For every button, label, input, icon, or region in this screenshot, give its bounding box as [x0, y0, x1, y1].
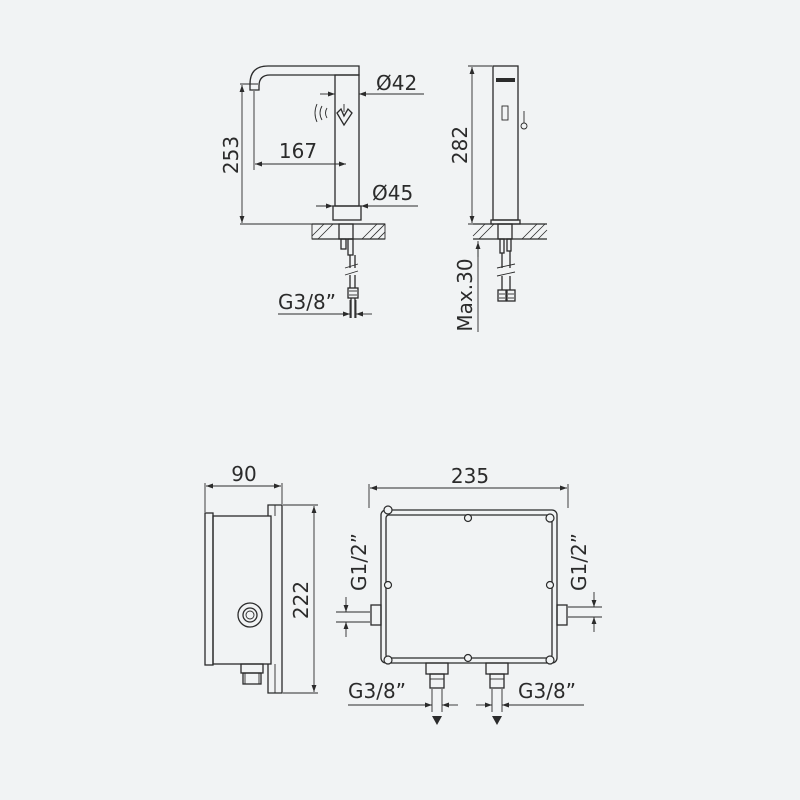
- control-box-front-view: [370, 505, 568, 689]
- dim-height-side: 282: [448, 126, 472, 164]
- dim-box-height: 222: [289, 581, 313, 619]
- dim-inlet-front: G3/8”: [278, 290, 336, 314]
- dim-reach: 167: [279, 139, 317, 163]
- dim-dia-base: Ø45: [372, 181, 413, 205]
- faucet-side-view: [472, 65, 548, 302]
- dim-port-left: G1/2”: [347, 533, 371, 591]
- counter-hatch: [311, 223, 386, 240]
- dim-height-front: 253: [219, 136, 243, 174]
- control-box-side-view: [204, 504, 283, 694]
- dim-box-depth: 90: [231, 462, 256, 486]
- dim-max-deck: Max.30: [453, 258, 477, 331]
- dim-outlet-right: G3/8”: [518, 679, 576, 703]
- sensor-icon: [314, 103, 353, 127]
- dim-dia-top: Ø42: [376, 71, 417, 95]
- side-counter-hatch: [472, 223, 548, 240]
- dim-box-width: 235: [451, 464, 489, 488]
- side-dimensions: 282 Max.30: [448, 65, 492, 332]
- dim-outlet-left: G3/8”: [348, 679, 406, 703]
- box-side-dimensions: 90 222: [204, 462, 318, 694]
- faucet-front-view: [249, 65, 386, 318]
- box-front-dimensions: 235 G1/2” G1/2” G3/8” G3/8”: [336, 464, 602, 725]
- dim-port-right: G1/2”: [567, 533, 591, 591]
- front-dimensions: 253 167 Ø42 Ø45 G3/8”: [219, 71, 424, 318]
